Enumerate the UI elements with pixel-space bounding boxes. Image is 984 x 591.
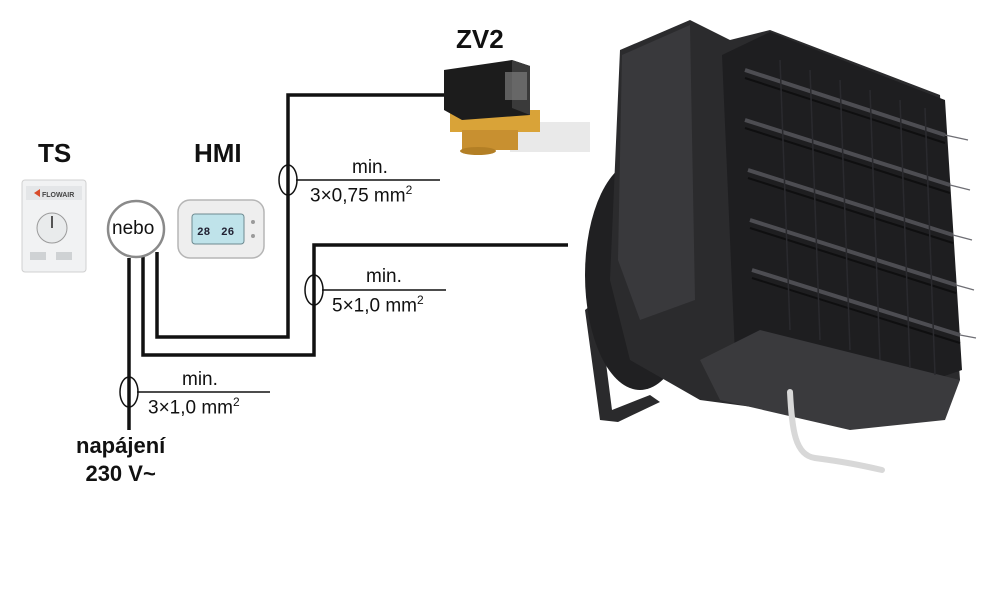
spec-underlines	[137, 179, 446, 393]
hmi-display-right: 26	[221, 227, 234, 239]
power-supply-label: napájení 230 V~	[76, 432, 165, 487]
valve-cable-min: min.	[352, 157, 388, 178]
or-circle	[106, 199, 166, 259]
power-supply-line2: 230 V~	[85, 460, 156, 486]
power-supply-line1: napájení	[76, 433, 166, 458]
valve-cable-spec-sup: 2	[405, 183, 413, 197]
label-zv2: ZV2	[456, 24, 504, 54]
thermostat-brand: FLOWAIR	[42, 192, 74, 199]
valve-cable-spec-text: 3×0,75 mm	[310, 185, 406, 207]
power-cable-spec-sup: 2	[233, 395, 240, 409]
wires	[127, 93, 568, 430]
label-or: nebo	[112, 218, 155, 239]
unit-cable-min: min.	[366, 266, 402, 287]
power-cable-spec: 3×1,0 mm2	[148, 395, 240, 419]
unit-cable-spec: 5×1,0 mm2	[332, 293, 424, 317]
valve-cable-spec: 3×0,75 mm2	[310, 183, 412, 207]
wire-to-unit	[141, 243, 568, 357]
power-cable-spec-text: 3×1,0 mm	[148, 397, 234, 419]
unit-cable-spec-sup: 2	[417, 293, 424, 307]
wire-to-valve	[155, 93, 446, 339]
unit-cable-spec-text: 5×1,0 mm	[332, 295, 418, 317]
heater-unit-image	[585, 20, 977, 473]
valve-zv2-image	[444, 60, 590, 155]
hmi-image	[177, 199, 265, 259]
hmi-display-left: 28	[197, 227, 211, 239]
power-cable-min: min.	[182, 369, 218, 390]
label-hmi: HMI	[194, 138, 242, 168]
label-ts: TS	[38, 138, 72, 168]
thermostat-ts-image	[21, 179, 87, 273]
